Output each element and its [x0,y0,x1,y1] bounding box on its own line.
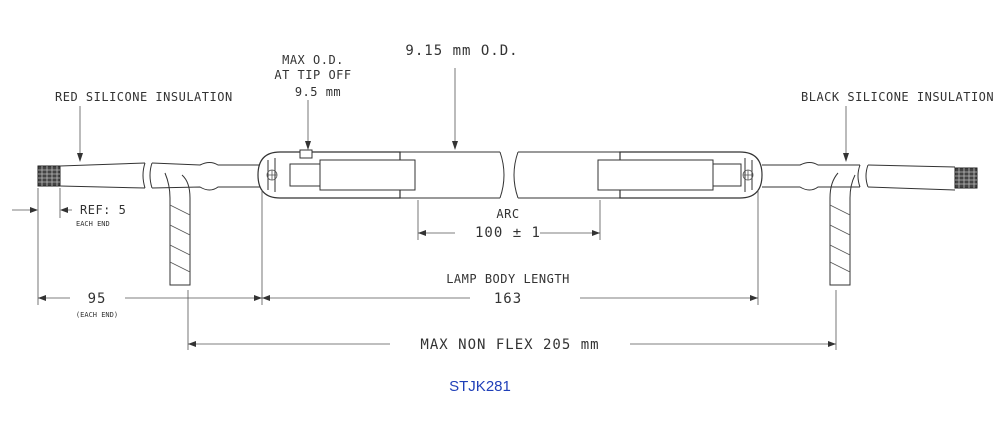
arc-label: ARC [496,207,519,221]
max-od-value: 9.5 mm [295,85,341,99]
left-lead [37,162,262,286]
lamp-body-length-label: LAMP BODY LENGTH [446,272,570,286]
right-braided-terminal [954,167,978,189]
ref-each-end: EACH END [76,220,110,228]
lamp-body [257,149,763,199]
max-od-label-line1: MAX O.D. [282,53,344,67]
black-insulation-label: BLACK SILICONE INSULATION [801,90,994,104]
od-label: 9.15 mm O.D. [405,43,518,59]
red-insulation-label: RED SILICONE INSULATION [55,90,233,104]
callouts [77,68,849,162]
lead-length-value: 95 [88,291,107,307]
arc-value: 100 ± 1 [475,225,541,241]
lead-each-end: (EACH END) [76,311,118,319]
left-braided-terminal [37,165,61,187]
max-non-flex-label: MAX NON FLEX 205 mm [420,337,599,353]
max-od-label-line2: AT TIP OFF [274,68,351,82]
ref-label: REF: 5 [80,203,126,217]
dimensions [12,188,837,350]
right-lead [762,162,978,286]
part-code: STJK281 [449,378,511,395]
lamp-body-length-value: 163 [494,291,522,307]
